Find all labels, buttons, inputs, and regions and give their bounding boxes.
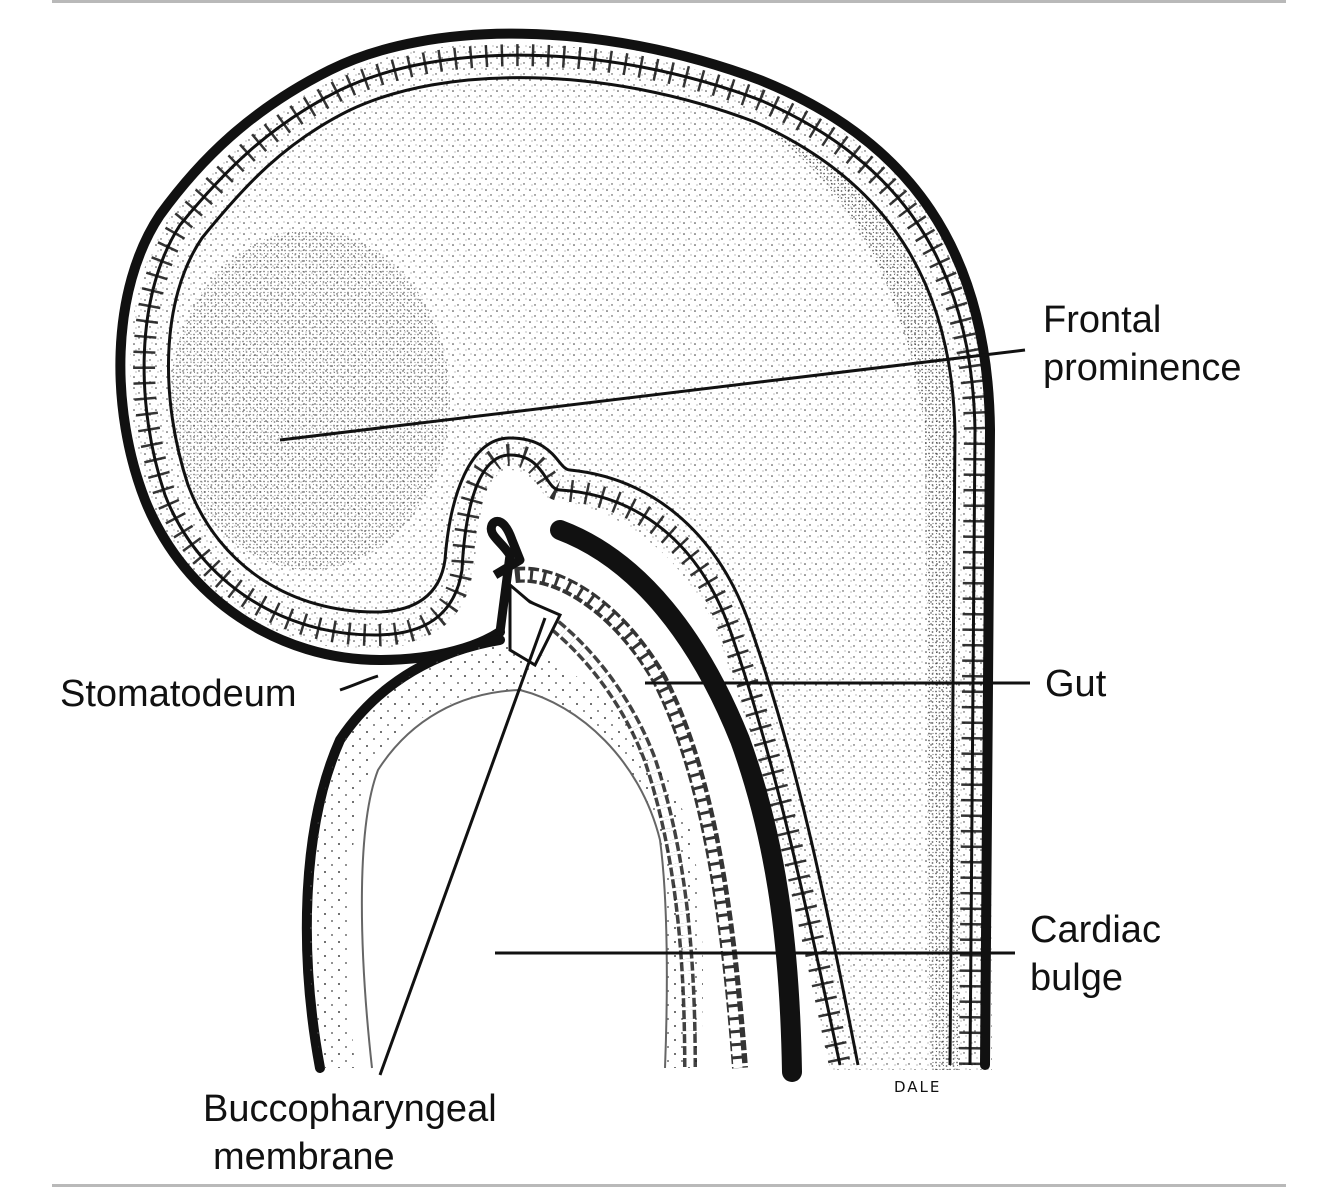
label-cardiac-bulge: Cardiac bulge — [1030, 906, 1161, 1002]
label-stomatodeum: Stomatodeum — [60, 673, 297, 715]
label-buccopharyngeal-membrane-line-1: Buccopharyngeal — [203, 1088, 497, 1130]
cardiac-bulge-wall — [301, 635, 505, 1073]
buccopharyngeal-membrane-shape — [508, 581, 563, 668]
top-border-rule — [52, 0, 1286, 3]
label-gut: Gut — [1045, 663, 1107, 705]
outer-ectoderm-line — [115, 28, 996, 1070]
label-cardiac-bulge-line-2: bulge — [1030, 957, 1123, 999]
mesenchyme-dense-band — [760, 125, 960, 1070]
stomatodeum-beak — [486, 516, 525, 633]
label-buccopharyngeal-membrane-line-2: membrane — [213, 1136, 395, 1178]
label-cardiac-bulge-line-1: Cardiac — [1030, 909, 1161, 951]
label-frontal-prominence-line-1: Frontal — [1043, 299, 1162, 341]
label-frontal-prominence: Frontal prominence — [1043, 296, 1242, 392]
leader-line-buccopharyngeal-membrane — [378, 617, 547, 1076]
epithelium-outer-line — [142, 53, 977, 1066]
leader-line-frontal-prominence — [279, 348, 1026, 442]
label-buccopharyngeal-membrane: Buccopharyngeal membrane — [203, 1085, 497, 1181]
epithelium-inner-line — [167, 76, 957, 1066]
foregut-endoderm-inner-line — [519, 570, 743, 1069]
bottom-border-rule — [52, 1184, 1286, 1187]
pharyngeal-endoderm-inner-line — [513, 596, 694, 1069]
forebrain-dense-region — [170, 230, 450, 570]
notochord-band — [550, 520, 802, 1082]
artist-signature: DALE — [894, 1078, 942, 1096]
leader-line-stomatodeum — [339, 674, 379, 692]
label-frontal-prominence-line-2: prominence — [1043, 347, 1242, 389]
cardiac-bulge-stippled-band — [308, 642, 703, 1068]
